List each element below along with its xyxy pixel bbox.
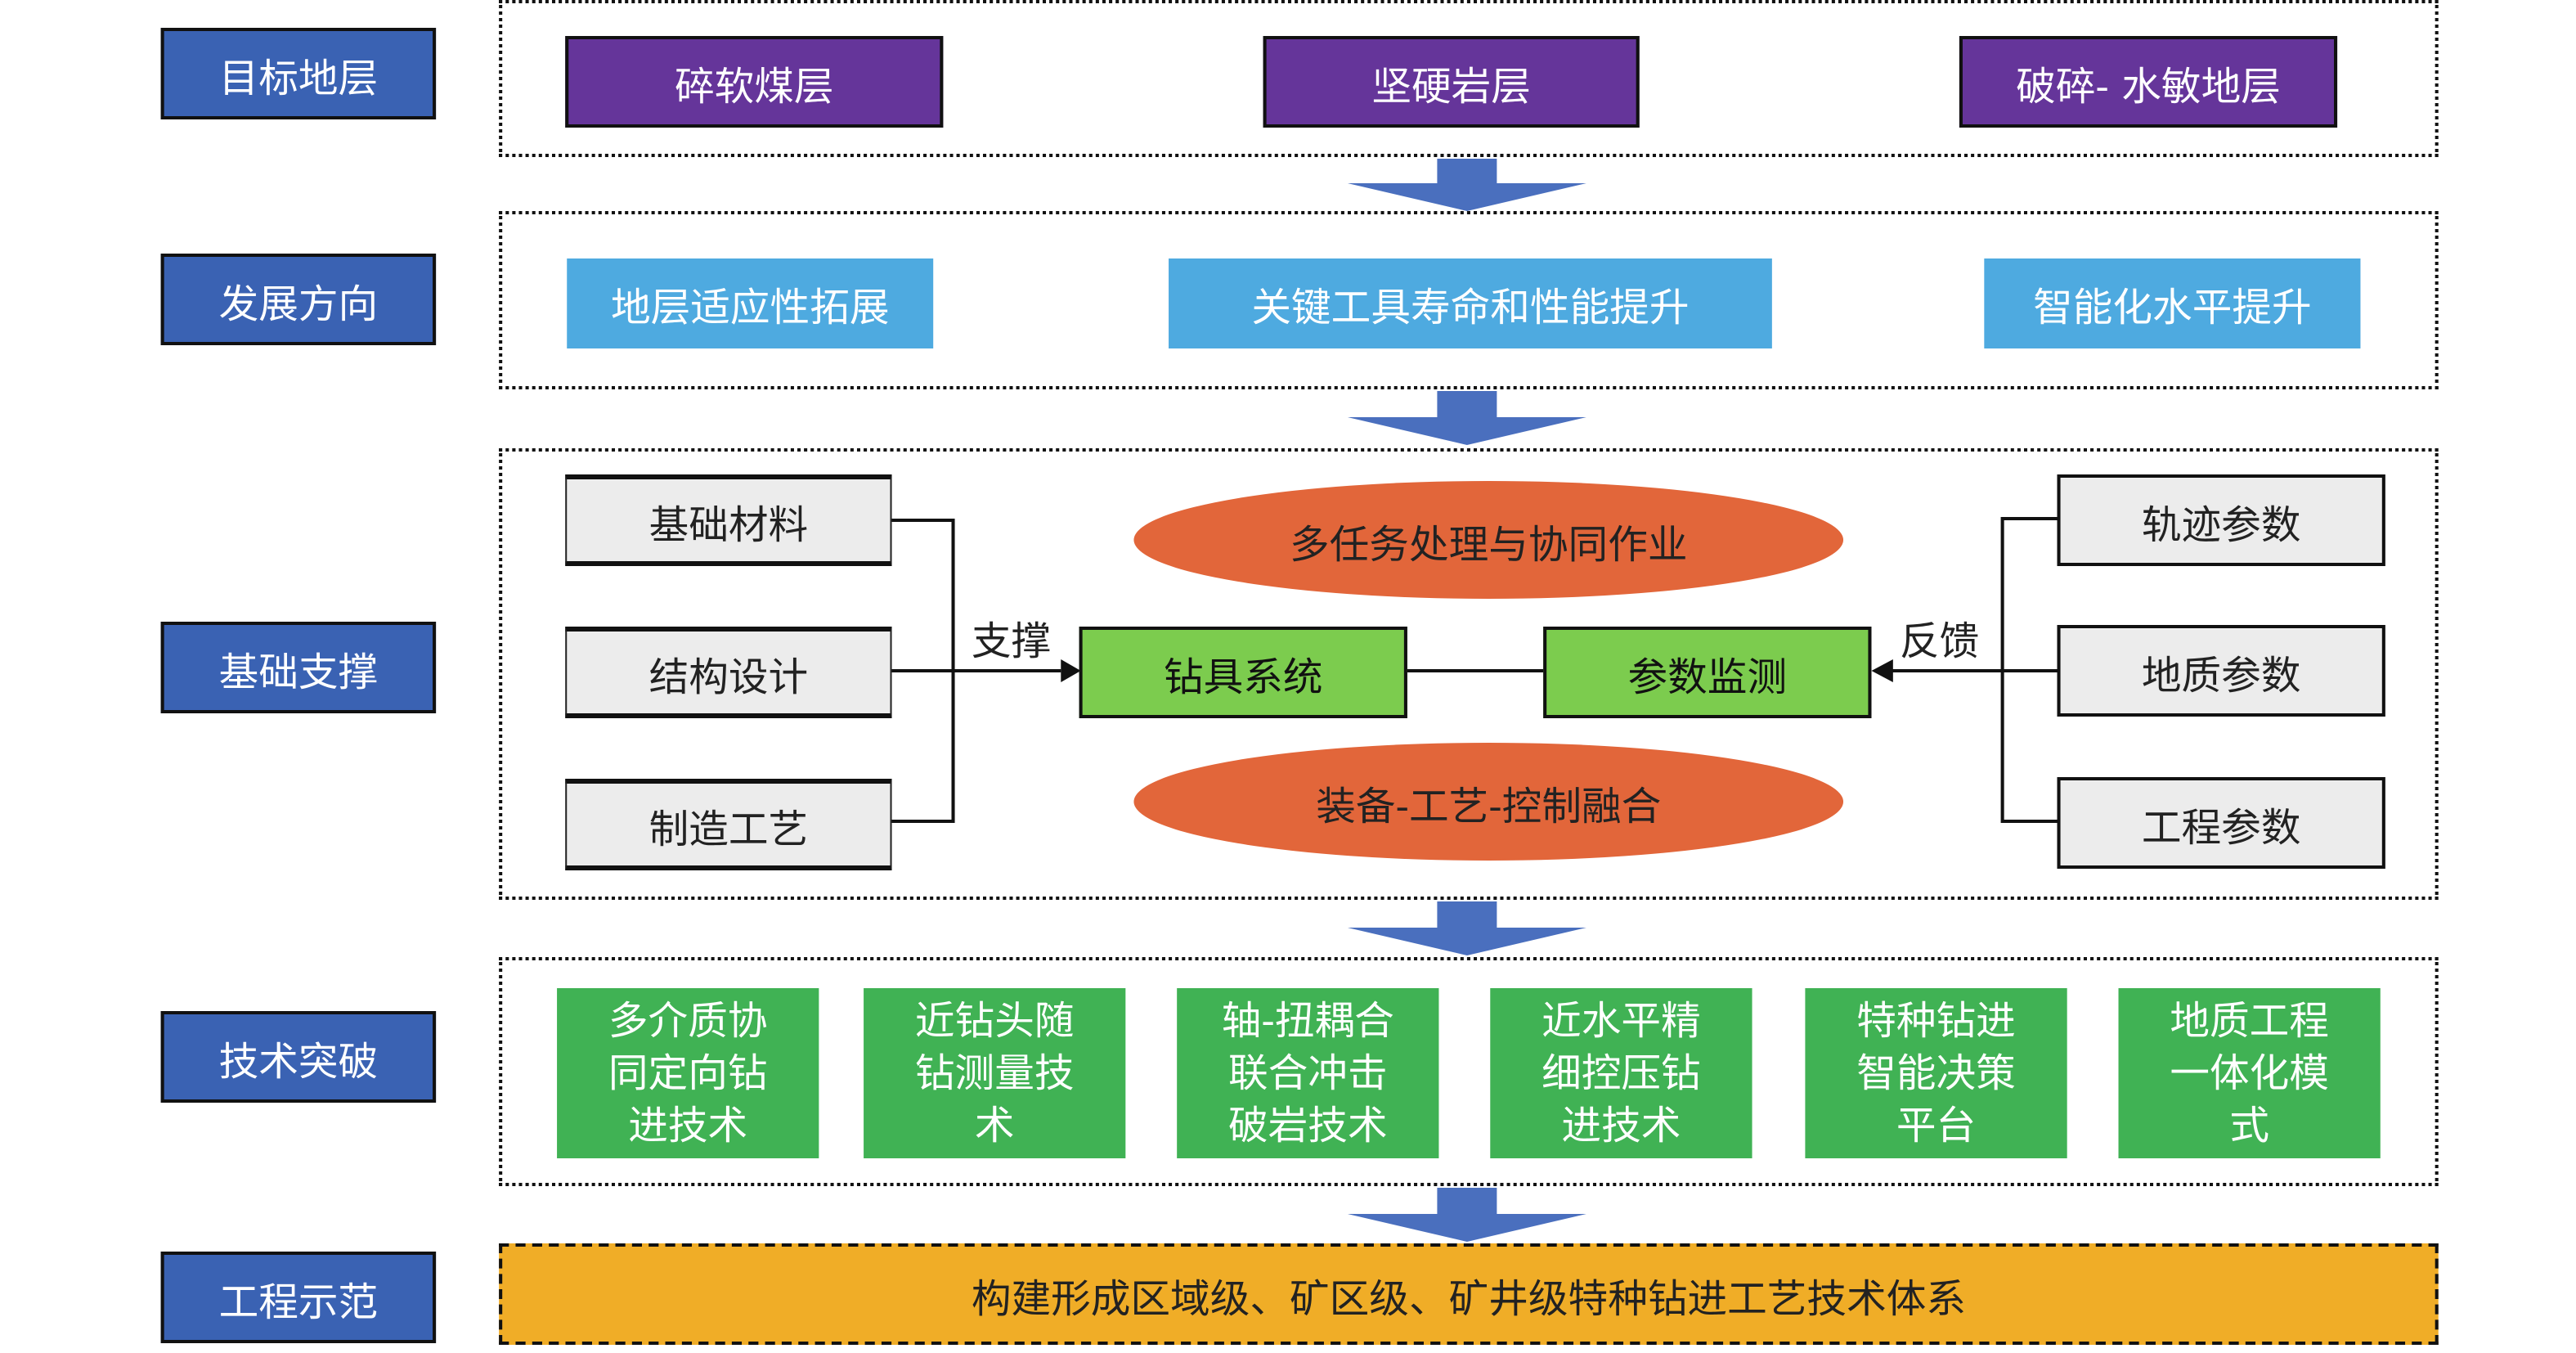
row-label-engineering-demo: 工程示范 — [160, 1252, 437, 1343]
down-arrow-2-icon — [1347, 391, 1586, 445]
tech-item: 近钻头随 钻测量技 术 — [864, 988, 1126, 1158]
drill-tool-system: 钻具系统 — [1079, 627, 1407, 718]
tech-item-line: 近水平精 — [1542, 998, 1701, 1044]
tech-item-line: 进技术 — [1561, 1103, 1681, 1148]
tech-item: 地质工程 一体化模 式 — [2118, 988, 2381, 1158]
tech-item-line: 术 — [974, 1103, 1015, 1148]
oval-multitask-collaboration: 多任务处理与协同作业 — [1133, 481, 1844, 599]
support-label: 支撑 — [971, 618, 1052, 664]
feedback-bracket — [1889, 517, 2059, 823]
engineering-demo-box: 构建形成区域级、矿区级、矿井级特种钻进工艺技术体系 — [499, 1243, 2439, 1345]
tech-item-line: 进技术 — [628, 1103, 748, 1148]
direction-strata-adaptability: 地层适应性拓展 — [567, 258, 934, 348]
tech-item-line: 地质工程 — [2170, 998, 2329, 1044]
feedback-label: 反馈 — [1899, 618, 1980, 664]
tech-item: 特种钻进 智能决策 平台 — [1805, 988, 2067, 1158]
tech-item-line: 破岩技术 — [1228, 1103, 1388, 1148]
tech-item: 轴-扭耦合 联合冲击 破岩技术 — [1177, 988, 1439, 1158]
tech-item-line: 智能决策 — [1856, 1050, 2016, 1096]
tech-item-line: 细控压钻 — [1542, 1050, 1701, 1096]
down-arrow-4-icon — [1347, 1188, 1586, 1242]
param-engineering: 工程参数 — [2057, 777, 2385, 869]
oval-equipment-process-control: 装备-工艺-控制融合 — [1133, 743, 1844, 861]
tech-item-line: 一体化模 — [2170, 1050, 2329, 1096]
target-strata-container — [499, 0, 2439, 157]
param-geological: 地质参数 — [2057, 625, 2385, 717]
support-bracket — [891, 519, 1061, 823]
strata-hard-rock: 坚硬岩层 — [1263, 36, 1640, 128]
tech-breakthrough-container — [499, 957, 2439, 1186]
strata-soft-coal: 碎软煤层 — [565, 36, 944, 128]
tech-item-line: 特种钻进 — [1856, 998, 2016, 1044]
tech-item-line: 多介质协 — [608, 998, 768, 1044]
tech-item: 近水平精 细控压钻 进技术 — [1490, 988, 1752, 1158]
tech-item-line: 钻测量技 — [914, 1050, 1075, 1096]
row-label-development-direction: 发展方向 — [160, 254, 437, 345]
support-arrowhead-icon — [1061, 659, 1081, 682]
direction-tool-life-performance: 关键工具寿命和性能提升 — [1169, 258, 1772, 348]
down-arrow-1-icon — [1347, 159, 1586, 211]
tech-item-line: 近钻头随 — [914, 998, 1075, 1044]
down-arrow-3-icon — [1347, 901, 1586, 955]
row-label-foundation-support: 基础支撑 — [160, 622, 437, 713]
tech-item-line: 联合冲击 — [1228, 1050, 1388, 1096]
foundation-structure-design: 结构设计 — [565, 627, 892, 718]
foundation-manufacturing-process: 制造工艺 — [565, 779, 892, 870]
strata-broken-water-sensitive: 破碎- 水敏地层 — [1959, 36, 2338, 128]
tech-item-line: 平台 — [1896, 1103, 1977, 1148]
tech-item-line: 轴-扭耦合 — [1221, 998, 1394, 1044]
feedback-arrowhead-icon — [1871, 659, 1893, 682]
foundation-basic-materials: 基础材料 — [565, 474, 892, 566]
foundation-support-container — [499, 448, 2439, 900]
development-direction-container — [499, 211, 2439, 389]
row-label-tech-breakthrough: 技术突破 — [160, 1011, 437, 1103]
param-trajectory: 轨迹参数 — [2057, 474, 2385, 566]
tech-item: 多介质协 同定向钻 进技术 — [557, 988, 819, 1158]
tech-item-line: 式 — [2229, 1103, 2269, 1148]
direction-intelligence-level: 智能化水平提升 — [1984, 258, 2361, 348]
tech-item-line: 同定向钻 — [608, 1050, 768, 1096]
parameter-monitoring: 参数监测 — [1543, 627, 1872, 718]
row-label-target-strata: 目标地层 — [160, 28, 437, 119]
